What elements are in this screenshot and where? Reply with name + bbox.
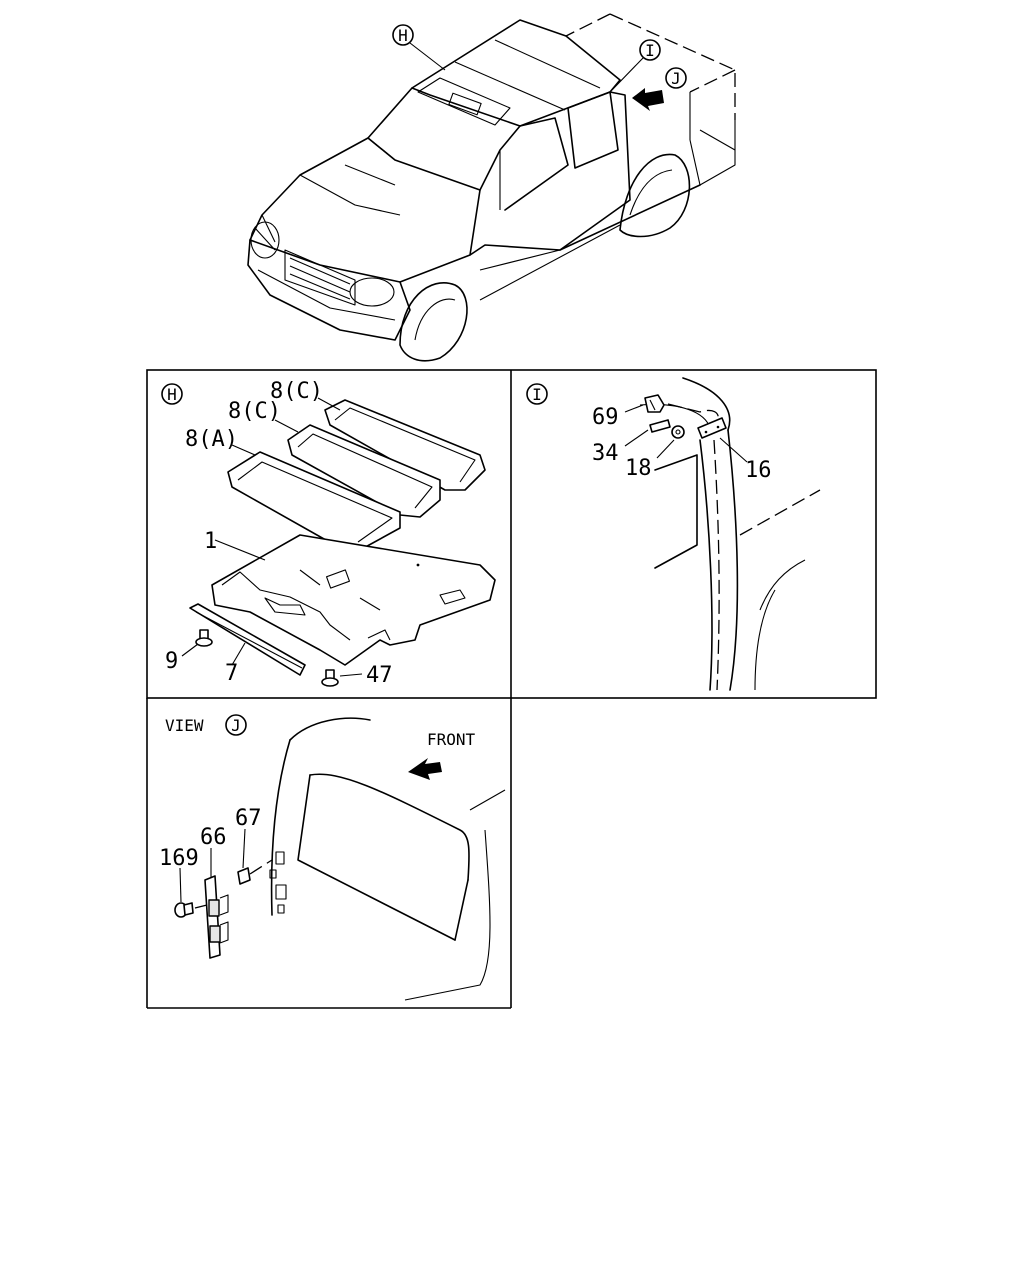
callout-J-circle bbox=[665, 67, 687, 89]
label-8C-mid: 8(C) bbox=[228, 399, 281, 424]
label-9: 9 bbox=[165, 649, 178, 674]
panel-H: H bbox=[161, 379, 496, 688]
panel-frames bbox=[146, 369, 877, 1009]
label-34: 34 bbox=[592, 441, 619, 466]
part-1-headlining bbox=[211, 534, 496, 666]
label-67: 67 bbox=[235, 806, 262, 831]
part-16-bracket bbox=[697, 417, 727, 439]
label-7: 7 bbox=[225, 661, 238, 686]
label-69: 69 bbox=[592, 405, 619, 430]
panel-J-tag: J bbox=[231, 716, 241, 735]
part-67-clip bbox=[237, 867, 251, 885]
label-16: 16 bbox=[745, 458, 772, 483]
part-8C-top-panel bbox=[324, 399, 486, 491]
label-66: 66 bbox=[200, 825, 227, 850]
part-8A-panel bbox=[227, 451, 401, 551]
label-169: 169 bbox=[159, 846, 199, 871]
front-label: FRONT bbox=[427, 730, 476, 749]
truck-overview: H I J bbox=[247, 13, 736, 362]
part-18-screw bbox=[671, 425, 685, 439]
label-1: 1 bbox=[204, 529, 217, 554]
panel-H-tag: H bbox=[167, 385, 177, 404]
part-8C-mid-panel bbox=[287, 424, 441, 518]
part-169-screw bbox=[174, 902, 194, 918]
panel-I: I 69 34 bbox=[526, 377, 821, 691]
callout-I: I bbox=[645, 41, 655, 60]
panel-J: VIEW J FRONT bbox=[159, 714, 506, 1001]
label-8A: 8(A) bbox=[185, 427, 238, 452]
part-66-plate bbox=[204, 875, 229, 959]
part-69-cap bbox=[644, 394, 665, 413]
callout-J: J bbox=[671, 69, 681, 88]
view-label: VIEW bbox=[165, 716, 204, 735]
label-8C-top: 8(C) bbox=[270, 379, 323, 404]
front-direction-arrow bbox=[408, 758, 442, 780]
callout-H-circle bbox=[392, 24, 414, 46]
label-18: 18 bbox=[625, 456, 652, 481]
part-47-clip bbox=[321, 669, 339, 687]
callout-H: H bbox=[398, 26, 408, 45]
part-34-pin bbox=[649, 419, 671, 433]
panel-I-tag: I bbox=[532, 385, 542, 404]
callout-I-circle bbox=[639, 39, 661, 61]
view-direction-arrow bbox=[632, 88, 664, 111]
part-9-screw bbox=[195, 629, 213, 647]
label-47: 47 bbox=[366, 663, 393, 688]
part-7-trim bbox=[189, 603, 306, 676]
